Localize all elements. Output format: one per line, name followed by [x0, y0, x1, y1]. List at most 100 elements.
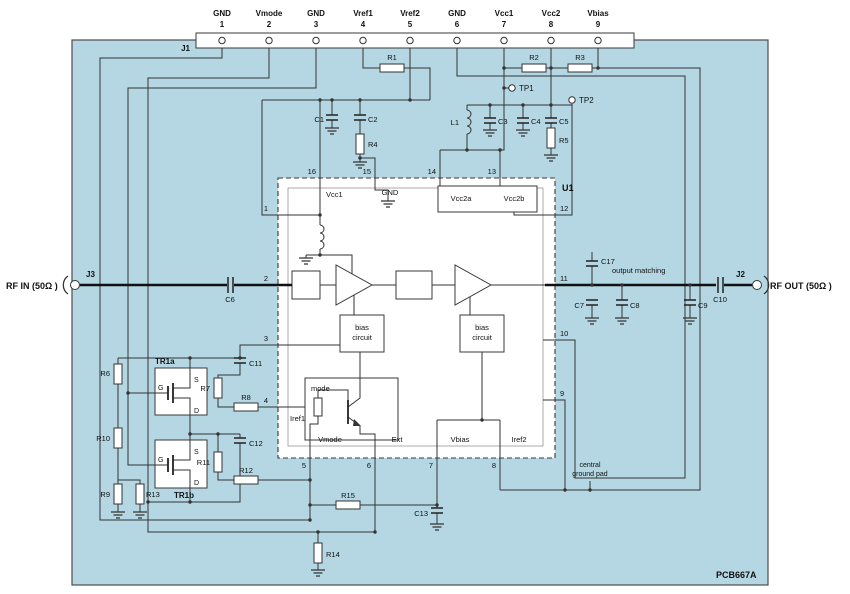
r9-body [113, 483, 123, 505]
u1-vbias-label: Vbias [451, 435, 470, 444]
j1-pin-3 [312, 36, 320, 45]
j1-pin5-name: Vref2 [400, 9, 420, 18]
u1-pin15-num: 15 [363, 167, 371, 176]
r10-label: R10 [96, 434, 110, 443]
r2-body [521, 63, 547, 73]
tr1b-drain-label: D [194, 480, 199, 487]
labels: J1 GND 1 Vmode 2 GND 3 Vref1 4 Vref2 5 G… [6, 9, 832, 580]
r6-body [113, 363, 123, 385]
tr1a-label: TR1a [155, 357, 175, 366]
j1-pin9-name: Vbias [587, 9, 609, 18]
j1-pin8-name: Vcc2 [542, 9, 561, 18]
u1-pin7-num: 7 [429, 461, 433, 470]
c4-label: C4 [531, 117, 541, 126]
u1-pin1-num: 1 [264, 204, 268, 213]
c9-label: C9 [698, 301, 708, 310]
tr1a-box [154, 367, 208, 416]
r13-label: R13 [146, 490, 160, 499]
r9-label: R9 [100, 490, 110, 499]
r8-body [233, 402, 259, 412]
l1-label: L1 [451, 118, 459, 127]
j1-pin-9 [594, 36, 602, 45]
c11-label: C11 [249, 359, 262, 368]
bias-circuit-2-box [459, 314, 505, 353]
tp2-label: TP2 [579, 96, 594, 105]
mode-label: mode [311, 384, 330, 393]
r15-label: R15 [341, 491, 355, 500]
c17-label: C17 [601, 257, 615, 266]
r1-label: R1 [387, 53, 397, 62]
tr1a-gate-label: G [158, 385, 163, 392]
u1-pin14-num: 14 [428, 167, 436, 176]
c12-label: C12 [249, 439, 263, 448]
u1-package [277, 177, 556, 459]
central-ground-pad-line2: ground pad [572, 471, 608, 478]
tp1-label: TP1 [519, 84, 534, 93]
u1-vcc1-label: Vcc1 [326, 190, 343, 199]
u1-pin6-num: 6 [367, 461, 371, 470]
tr1a-drain-label: D [194, 408, 199, 415]
j1-pin7-name: Vcc1 [495, 9, 514, 18]
j1-pin6-name: GND [448, 9, 466, 18]
resistors [113, 63, 593, 564]
tr1b-source-label: S [194, 449, 199, 456]
j1-pin-1 [218, 36, 226, 45]
j1-pin1-num: 1 [220, 20, 225, 29]
u1-die-outline [287, 187, 544, 447]
c6-label: C6 [225, 295, 235, 304]
input-match-block [291, 270, 321, 300]
j1-pin5-num: 5 [408, 20, 413, 29]
c3-label: C3 [498, 117, 508, 126]
c5-label: C5 [559, 117, 569, 126]
j1-pin-4 [359, 36, 367, 45]
j1-connector [195, 32, 635, 49]
bias1-line1: bias [355, 323, 369, 332]
output-matching-label: output matching [612, 266, 665, 275]
r15-body [335, 500, 361, 510]
j1-body [195, 32, 635, 49]
j1-pin3-name: GND [307, 9, 325, 18]
r3-body [567, 63, 593, 73]
j2-rf-connector [752, 275, 770, 295]
tr1b-label: TR1b [174, 491, 194, 500]
u1-vcc2b-label: Vcc2b [504, 194, 525, 203]
u1-pin10-num: 10 [560, 329, 568, 338]
r7-label: R7 [200, 384, 210, 393]
c1-label: C1 [314, 115, 324, 124]
tr1b-mosfet [155, 440, 191, 488]
mode-transistor [347, 400, 361, 426]
u1-pin4-num: 4 [264, 396, 268, 405]
tr1a-mosfet [155, 368, 191, 415]
j1-pin-6 [453, 36, 461, 45]
vcc1-choke-coil [319, 224, 325, 250]
interstage-block [395, 270, 433, 300]
bias-circuit-1-box [339, 314, 385, 353]
u1-vcc2a-label: Vcc2a [451, 194, 473, 203]
tp2-testpoint [568, 96, 576, 104]
r8-label: R8 [241, 393, 251, 402]
u1-ref-label: U1 [562, 183, 574, 193]
j1-pin3-num: 3 [314, 20, 319, 29]
r5-body [546, 127, 556, 149]
j1-pin2-num: 2 [267, 20, 272, 29]
j1-ref-label: J1 [181, 44, 190, 53]
c2-label: C2 [368, 115, 378, 124]
j1-pin-7 [500, 36, 508, 45]
bjt-emitter-arrow [353, 419, 361, 426]
j1-pin9-num: 9 [596, 20, 601, 29]
r11-body [213, 451, 223, 473]
r14-label: R14 [326, 550, 340, 559]
u1-pin13-num: 13 [488, 167, 496, 176]
j1-pin4-name: Vref1 [353, 9, 373, 18]
central-ground-pad-line1: central [579, 462, 600, 469]
j3-ref-label: J3 [86, 270, 95, 279]
u1-pin12-num: 12 [560, 204, 568, 213]
c13-label: C13 [414, 509, 428, 518]
r12-label: R12 [239, 466, 253, 475]
j1-pin6-num: 6 [455, 20, 460, 29]
r12-body [233, 475, 259, 485]
j2-ref-label: J2 [736, 270, 745, 279]
u1-iref2-label: Iref2 [511, 435, 526, 444]
